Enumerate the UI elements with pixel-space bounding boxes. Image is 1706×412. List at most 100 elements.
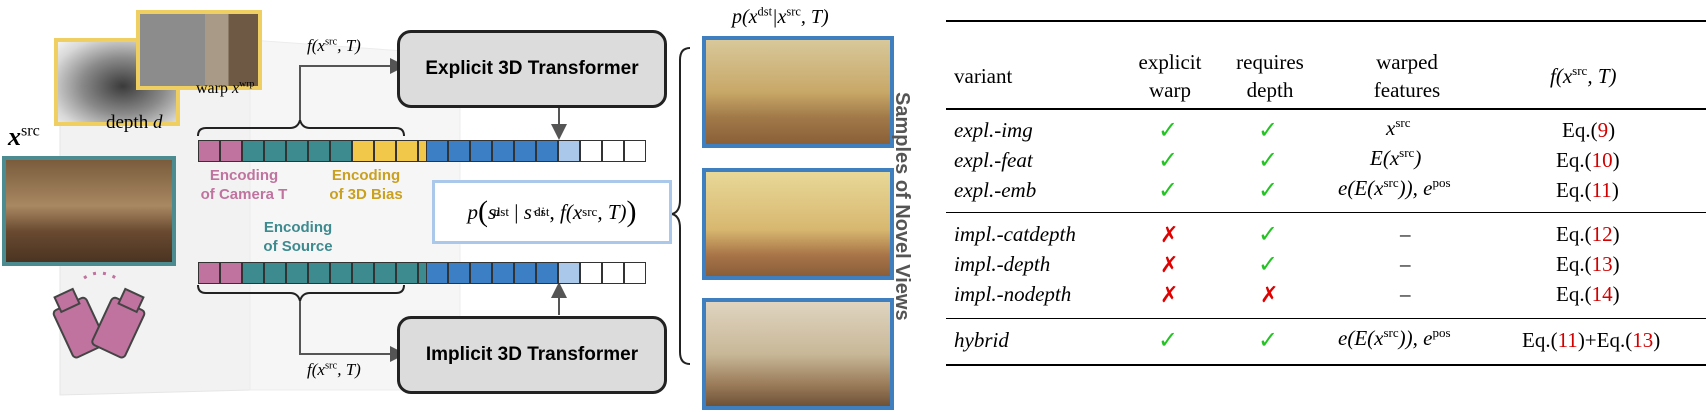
token-row-bottom-output bbox=[426, 262, 646, 284]
table-row-variant: impl.-depth bbox=[954, 252, 1051, 276]
table-row-eq: Eq.(14) bbox=[1556, 282, 1620, 306]
table-row-features: – bbox=[1400, 282, 1411, 306]
table-row-variant: expl.-img bbox=[954, 118, 1033, 142]
table-row-variant: hybrid bbox=[954, 328, 1009, 352]
token-empty bbox=[580, 262, 602, 284]
table-row-features: – bbox=[1400, 252, 1411, 276]
token-output bbox=[514, 140, 536, 162]
token-camera bbox=[198, 262, 220, 284]
table-header-rule bbox=[946, 108, 1706, 110]
table-group-rule bbox=[946, 318, 1706, 319]
table-row-eq: Eq.(9) bbox=[1562, 118, 1616, 142]
table-row-features: xsrc bbox=[1386, 115, 1411, 140]
implicit-transformer-box: Implicit 3D Transformer bbox=[397, 316, 667, 394]
table-row-eq: Eq.(11) bbox=[1556, 178, 1619, 202]
explicit-transformer-box: Explicit 3D Transformer bbox=[397, 30, 667, 108]
camera-icon bbox=[52, 271, 146, 359]
cross-icon: ✗ bbox=[1160, 282, 1179, 307]
check-icon: ✓ bbox=[1158, 328, 1179, 354]
token-source bbox=[330, 262, 352, 284]
table-row-features: – bbox=[1400, 222, 1411, 246]
token-bias bbox=[374, 140, 396, 162]
cross-icon: ✗ bbox=[1260, 282, 1279, 307]
token-source bbox=[242, 262, 264, 284]
token-output bbox=[536, 262, 558, 284]
token-output bbox=[536, 140, 558, 162]
check-icon: ✓ bbox=[1158, 178, 1179, 204]
token-bias bbox=[396, 140, 418, 162]
sample-image-3 bbox=[702, 298, 894, 410]
token-source bbox=[286, 262, 308, 284]
token-source bbox=[396, 262, 418, 284]
token-source bbox=[308, 262, 330, 284]
token-source bbox=[374, 262, 396, 284]
token-bias bbox=[352, 140, 374, 162]
table-row-eq: Eq.(11)+Eq.(13) bbox=[1522, 328, 1661, 352]
token-output bbox=[470, 140, 492, 162]
check-icon: ✓ bbox=[1158, 148, 1179, 174]
f-top-label: f(xsrc, T) bbox=[307, 36, 361, 55]
token-row-bottom-input bbox=[198, 262, 440, 284]
check-icon: ✓ bbox=[1258, 222, 1279, 248]
token-camera bbox=[198, 140, 220, 162]
token-output bbox=[448, 140, 470, 162]
token-current bbox=[558, 140, 580, 162]
token-source bbox=[330, 140, 352, 162]
token-empty bbox=[602, 140, 624, 162]
token-empty bbox=[624, 140, 646, 162]
output-distribution-label: p(xdst|xsrc, T) bbox=[732, 4, 829, 28]
table-top-rule bbox=[946, 20, 1706, 22]
token-empty bbox=[624, 262, 646, 284]
check-icon: ✓ bbox=[1158, 118, 1179, 144]
cross-icon: ✗ bbox=[1160, 252, 1179, 277]
table-row-variant: expl.-emb bbox=[954, 178, 1037, 202]
token-output bbox=[448, 262, 470, 284]
token-source bbox=[308, 140, 330, 162]
token-output bbox=[492, 140, 514, 162]
source-image bbox=[2, 156, 176, 266]
check-icon: ✓ bbox=[1258, 252, 1279, 278]
token-source bbox=[264, 140, 286, 162]
token-output bbox=[470, 262, 492, 284]
warp-caption: warp xwrp bbox=[196, 78, 255, 97]
token-camera bbox=[220, 140, 242, 162]
check-icon: ✓ bbox=[1258, 148, 1279, 174]
table-row-eq: Eq.(12) bbox=[1556, 222, 1620, 246]
table-row-features: e(E(xsrc)), epos bbox=[1338, 175, 1451, 200]
table-row-eq: Eq.(13) bbox=[1556, 252, 1620, 276]
table-row-features: E(xsrc) bbox=[1370, 145, 1422, 170]
figure-diagram: depth d warp xwrp xsrc f bbox=[2, 4, 913, 410]
token-output bbox=[426, 262, 448, 284]
connector-arrows bbox=[197, 47, 691, 365]
f-bottom-label: f(xsrc, T) bbox=[307, 360, 361, 379]
warp-image bbox=[136, 10, 262, 90]
table-row-variant: impl.-nodepth bbox=[954, 282, 1072, 306]
sample-image-2 bbox=[702, 168, 894, 280]
token-output bbox=[492, 262, 514, 284]
x-src-label: xsrc bbox=[8, 122, 40, 151]
token-camera bbox=[220, 262, 242, 284]
table-row-eq: Eq.(10) bbox=[1556, 148, 1620, 172]
samples-label: Samples of Novel Views bbox=[891, 92, 913, 321]
table-group-rule bbox=[946, 212, 1706, 213]
sample-image-1 bbox=[702, 36, 894, 148]
token-output bbox=[514, 262, 536, 284]
token-empty bbox=[580, 140, 602, 162]
token-source bbox=[242, 140, 264, 162]
header-variant: variant bbox=[954, 64, 1013, 88]
table-bottom-rule bbox=[946, 364, 1706, 366]
check-icon: ✓ bbox=[1258, 178, 1279, 204]
check-icon: ✓ bbox=[1258, 328, 1279, 354]
token-source bbox=[264, 262, 286, 284]
header-f-function: f(xsrc, T) bbox=[1550, 63, 1617, 88]
table-row-variant: impl.-catdepth bbox=[954, 222, 1076, 246]
token-source bbox=[286, 140, 308, 162]
depth-caption: depth d bbox=[106, 112, 163, 133]
